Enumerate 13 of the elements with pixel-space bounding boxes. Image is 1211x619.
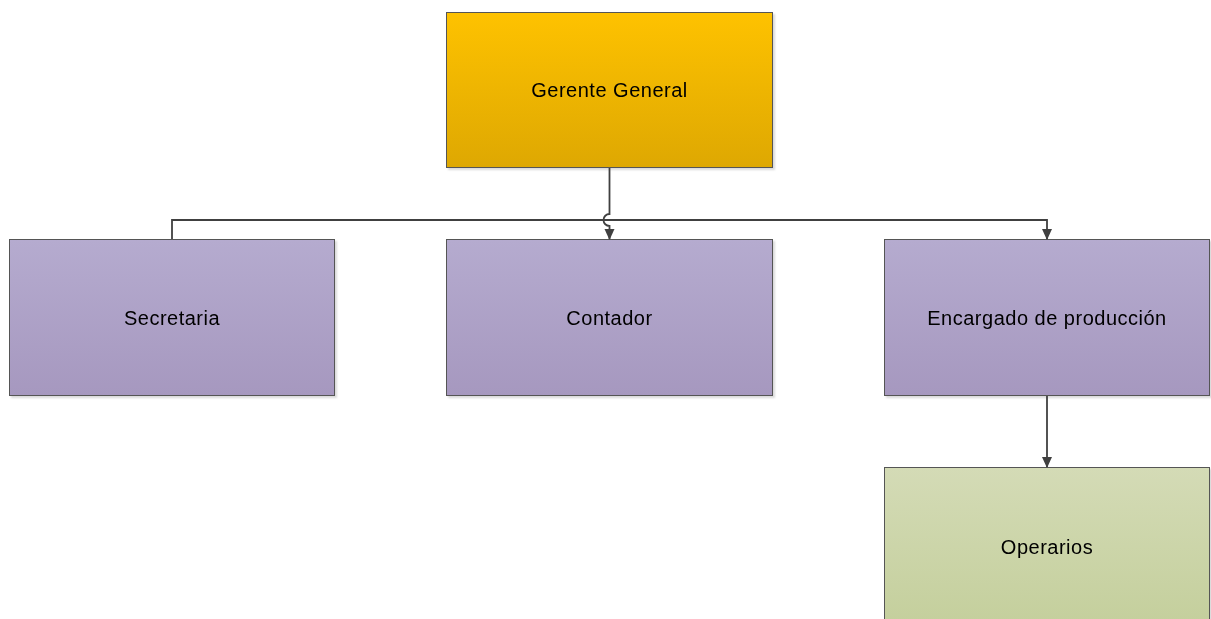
box-label: Contador — [566, 305, 653, 331]
box-label: Secretaria — [123, 305, 221, 331]
org-box — [884, 239, 1210, 396]
org-box — [446, 239, 773, 396]
connector-arrow — [602, 167, 615, 240]
box-label: Gerente General — [531, 78, 688, 103]
connector-arrow — [171, 219, 1052, 240]
org-box — [884, 467, 1210, 619]
box-label: Encargado de producción — [927, 305, 1167, 331]
org-box — [446, 12, 773, 168]
org-box — [9, 239, 335, 396]
box-label: Operarios — [1000, 535, 1094, 560]
connector-arrow — [1042, 395, 1052, 468]
